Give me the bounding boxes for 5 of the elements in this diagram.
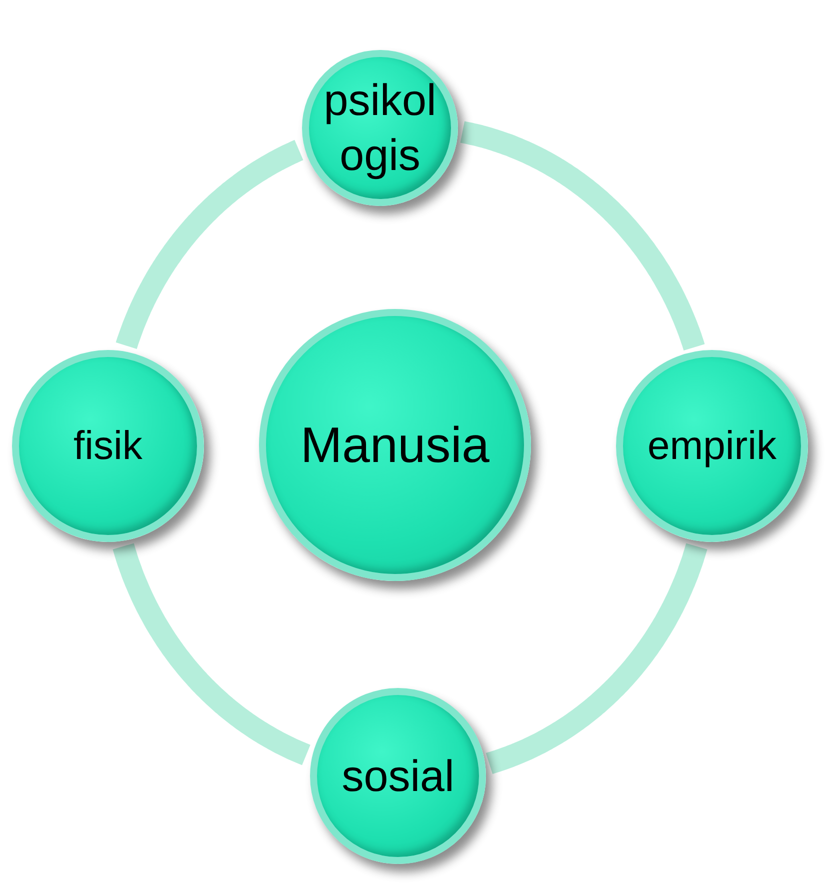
node-label: Manusia: [300, 416, 490, 475]
node-label: sosial: [340, 750, 456, 802]
node-label: psikol ogis: [322, 75, 438, 182]
node-label: fisik: [72, 423, 144, 470]
node-label: empirik: [646, 423, 778, 470]
